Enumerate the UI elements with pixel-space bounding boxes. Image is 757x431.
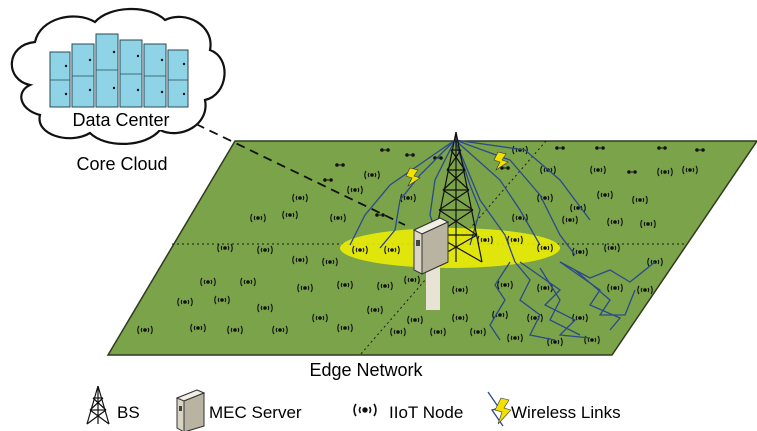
legend: BS MEC Server IIoT Node Wireless Links [86,385,621,431]
cloud-label: Data Center [72,110,169,130]
legend-bs-label: BS [117,403,140,422]
tower-icon [86,385,110,425]
legend-mec-label: MEC Server [209,403,302,422]
lightning-icon [487,391,512,427]
backhaul-link [195,123,406,226]
wireless-bolts [405,151,509,187]
wireless-links [349,139,656,341]
server-icon [175,389,206,431]
mec-server [412,217,450,310]
cloud-caption: Core Cloud [76,154,167,174]
coverage-area [340,228,560,268]
data-center-cloud: Data Center [10,7,226,145]
sensor-icon [353,403,377,417]
ground-caption: Edge Network [309,360,423,380]
legend-wireless-label: Wireless Links [511,403,621,422]
legend-iiot-label: IIoT Node [389,403,463,422]
